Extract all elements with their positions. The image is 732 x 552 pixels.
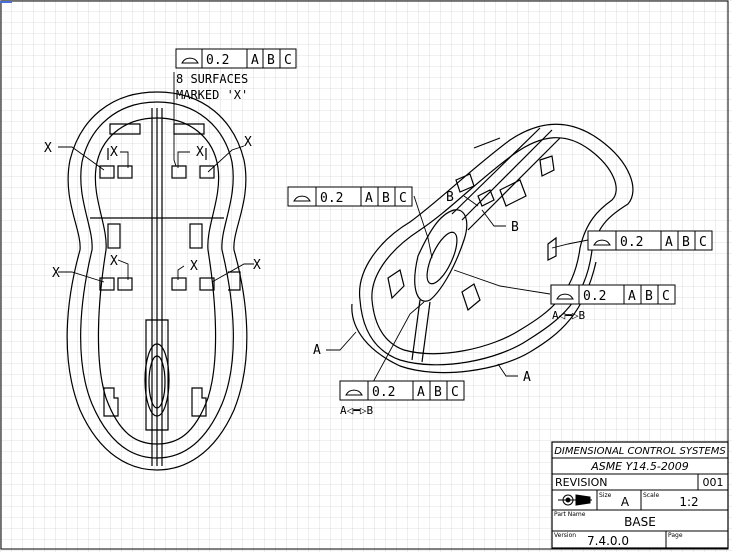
a-label: A	[313, 343, 321, 358]
x-labels: X X X X X X X X	[44, 135, 261, 281]
leaders-isometric	[326, 195, 589, 385]
fcf-bottom-datum-c: C	[451, 385, 459, 400]
x-label: X	[244, 135, 252, 150]
fcf-right-lower-datum-b: B	[645, 289, 653, 304]
x-leaders-top-view	[58, 72, 254, 283]
fcf-left-datum-c: C	[399, 191, 407, 206]
fcf-bottom-datum-b: B	[434, 385, 442, 400]
title-block: DIMENSIONAL CONTROL SYSTEMS ASME Y14.5-2…	[551, 441, 729, 549]
fcf-bottom-datum-a: A	[417, 385, 425, 400]
x-label: X	[196, 145, 204, 160]
fcf-left-datum-b: B	[382, 191, 390, 206]
tb-page-label: Page	[668, 532, 683, 539]
surface-profile-icon	[593, 239, 611, 246]
tb-company: DIMENSIONAL CONTROL SYSTEMS	[554, 446, 726, 457]
surface-profile-icon	[293, 195, 311, 202]
fcf-top-datum-c: C	[284, 53, 292, 68]
a-label: A	[523, 370, 531, 385]
tb-part-name-value: BASE	[624, 515, 656, 529]
projection-symbol-icon	[558, 494, 592, 506]
fcf-right-lower: 0.2 A B C A◁━▷B	[550, 284, 676, 322]
tb-revision-value: 001	[703, 476, 724, 489]
tb-version-label: Version	[554, 532, 576, 539]
tb-part-name-label: Part Name	[554, 511, 586, 518]
fcf-right-upper-datum-b: B	[682, 235, 690, 250]
fcf-right-upper-datum-a: A	[665, 235, 673, 250]
b-label: B	[446, 190, 454, 205]
x-label: X	[190, 259, 198, 274]
fcf-right-upper: 0.2 A B C	[587, 230, 713, 251]
fcf-top: 0.2 A B C 8 SURFACES MARKED 'X'	[175, 48, 297, 102]
fcf-bottom-tolerance: 0.2	[372, 385, 395, 400]
fcf-right-lower-datum-c: C	[662, 289, 670, 304]
fcf-right-lower-datum-a: A	[628, 289, 636, 304]
fcf-left-datum-a: A	[365, 191, 373, 206]
x-label: X	[253, 258, 261, 273]
fcf-top-note-1: 8 SURFACES	[176, 72, 248, 86]
x-label: X	[52, 266, 60, 281]
fcf-bottom-between: A◁━▷B	[340, 404, 373, 417]
x-label: X	[44, 141, 52, 156]
surface-profile-icon	[181, 57, 199, 64]
tb-revision-label: REVISION	[555, 476, 607, 489]
tb-version-value: 7.4.0.0	[587, 534, 629, 548]
part-top-view	[66, 91, 248, 471]
tb-scale-value: 1:2	[679, 495, 698, 509]
surface-profile-icon	[345, 389, 363, 396]
tb-standard: ASME Y14.5-2009	[590, 460, 689, 473]
fcf-top-note-2: MARKED 'X'	[176, 88, 248, 102]
x-label: X	[110, 145, 118, 160]
fcf-right-lower-between: A◁━▷B	[552, 309, 585, 322]
fcf-right-upper-datum-c: C	[699, 235, 707, 250]
tb-size-label: Size	[599, 492, 612, 499]
fcf-right-lower-tolerance: 0.2	[583, 289, 606, 304]
surface-profile-icon	[556, 293, 574, 300]
tb-size-value: A	[621, 495, 630, 509]
datum-labels: B B A A	[313, 190, 531, 385]
fcf-top-datum-b: B	[267, 53, 275, 68]
x-label: X	[110, 254, 118, 269]
fcf-top-datum-a: A	[251, 53, 259, 68]
b-label: B	[511, 220, 519, 235]
part-isometric-view	[351, 123, 634, 374]
fcf-left-tolerance: 0.2	[320, 191, 343, 206]
fcf-left: 0.2 A B C	[287, 186, 413, 207]
fcf-top-tolerance: 0.2	[206, 53, 229, 68]
tb-scale-label: Scale	[643, 492, 659, 499]
fcf-right-upper-tolerance: 0.2	[620, 235, 643, 250]
fcf-bottom: 0.2 A B C A◁━▷B	[339, 380, 465, 417]
